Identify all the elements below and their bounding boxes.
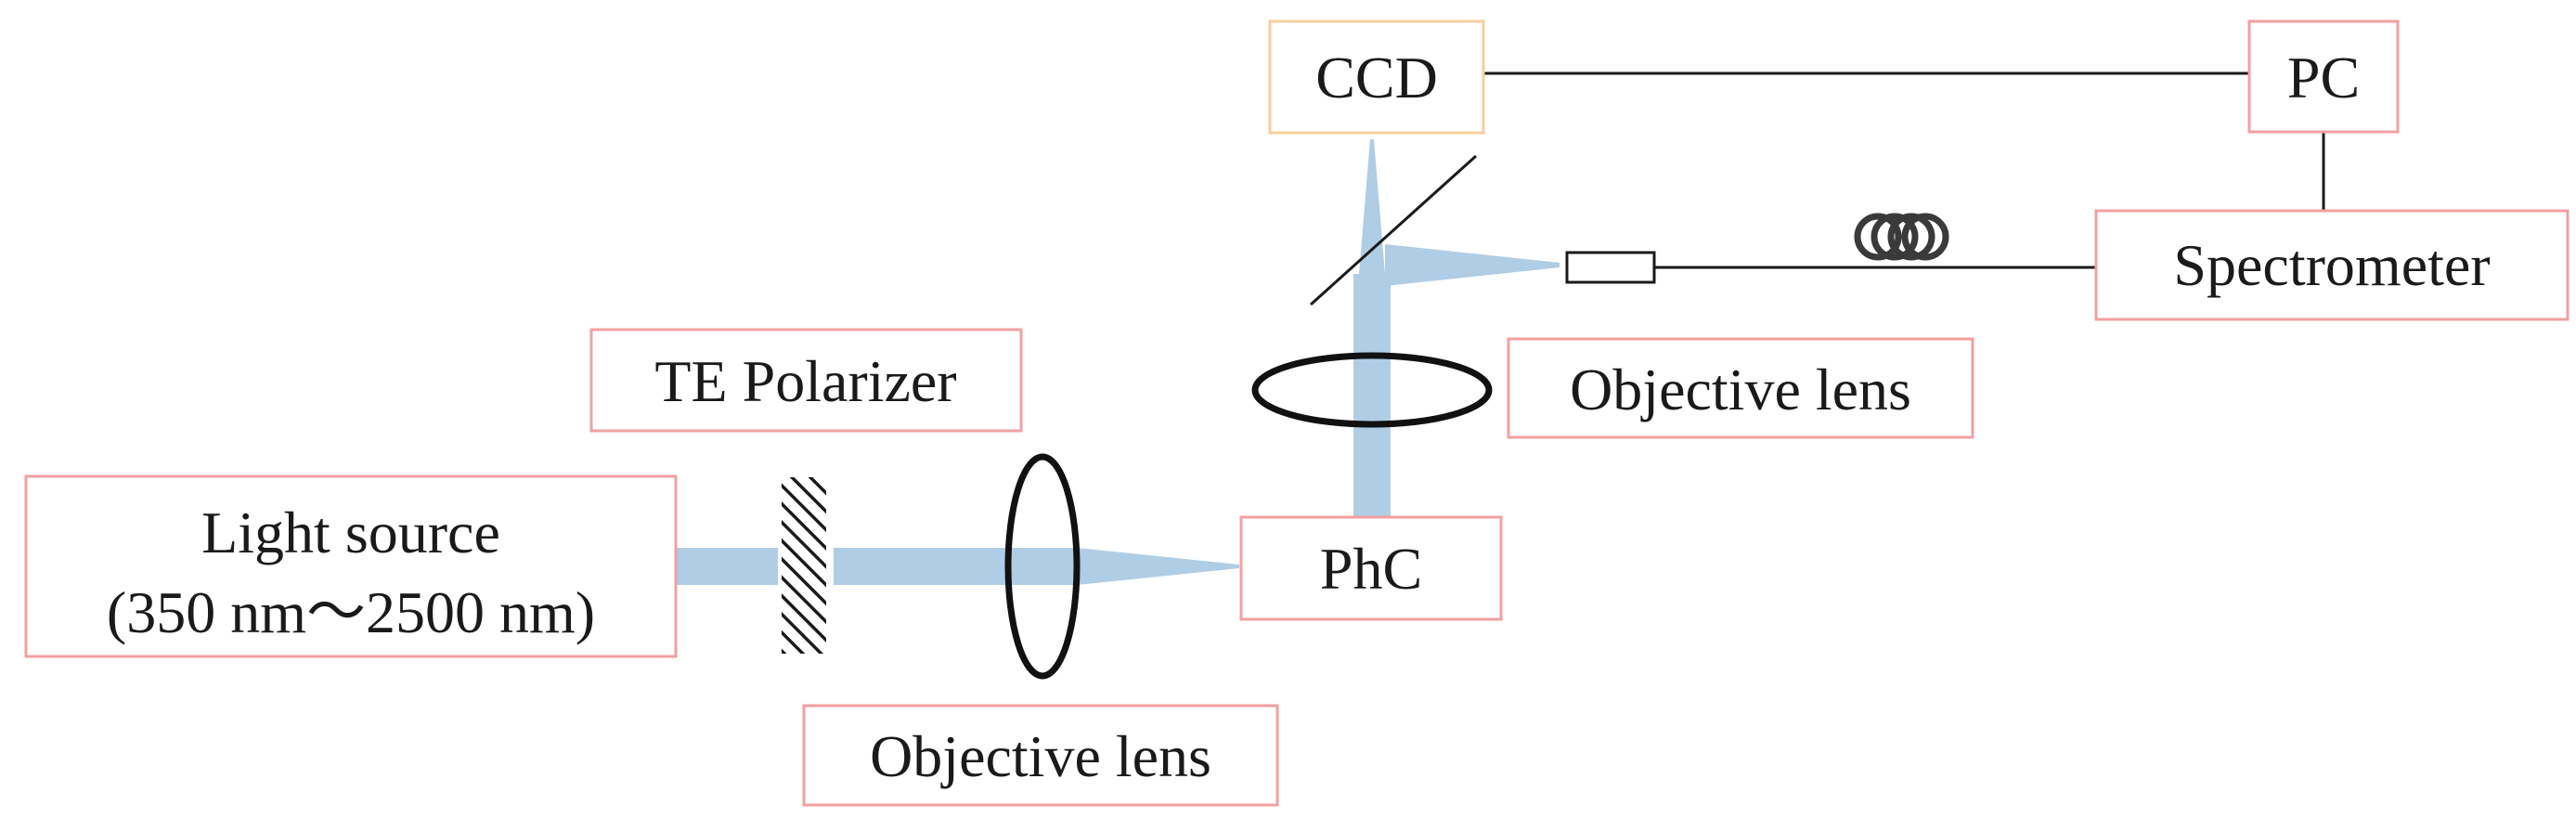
light-source-range: (350 nm〜2500 nm) bbox=[107, 579, 595, 645]
light-source-box: Light source (350 nm〜2500 nm) bbox=[24, 474, 678, 658]
pc-box: PC bbox=[2247, 19, 2400, 134]
objective-lens-right-box: Objective lens bbox=[1507, 337, 1974, 439]
te-polarizer-box: TE Polarizer bbox=[589, 328, 1023, 433]
focused-beam-taper bbox=[1077, 548, 1239, 585]
fiber-coupler bbox=[1565, 251, 1656, 284]
vertical-beam-lower bbox=[1353, 274, 1391, 517]
output-beam-taper bbox=[1385, 244, 1560, 286]
spectrometer-box: Spectrometer bbox=[2094, 209, 2570, 321]
light-source-label: Light source bbox=[201, 500, 500, 565]
objective-lens-right-label: Objective lens bbox=[1570, 357, 1911, 422]
te-polarizer-element bbox=[782, 477, 826, 654]
spectrometer-label: Spectrometer bbox=[2173, 232, 2490, 298]
ccd-label: CCD bbox=[1315, 45, 1438, 110]
vertical-beam-upper bbox=[1359, 139, 1385, 274]
fiber-coil-icon bbox=[1854, 213, 1949, 261]
te-polarizer-label: TE Polarizer bbox=[654, 348, 956, 414]
objective-lens-input bbox=[1004, 453, 1081, 680]
phc-box: PhC bbox=[1239, 515, 1503, 621]
phc-label: PhC bbox=[1320, 536, 1422, 602]
ccd-box: CCD bbox=[1268, 19, 1485, 135]
pc-label: PC bbox=[2287, 45, 2360, 110]
objective-lens-output bbox=[1251, 352, 1493, 428]
input-beam-segment-1 bbox=[676, 548, 778, 585]
objective-lens-bottom-box: Objective lens bbox=[802, 704, 1279, 807]
input-beam-segment-2 bbox=[834, 548, 1077, 585]
beam-splitter bbox=[1309, 154, 1478, 306]
objective-lens-bottom-label: Objective lens bbox=[870, 723, 1211, 789]
